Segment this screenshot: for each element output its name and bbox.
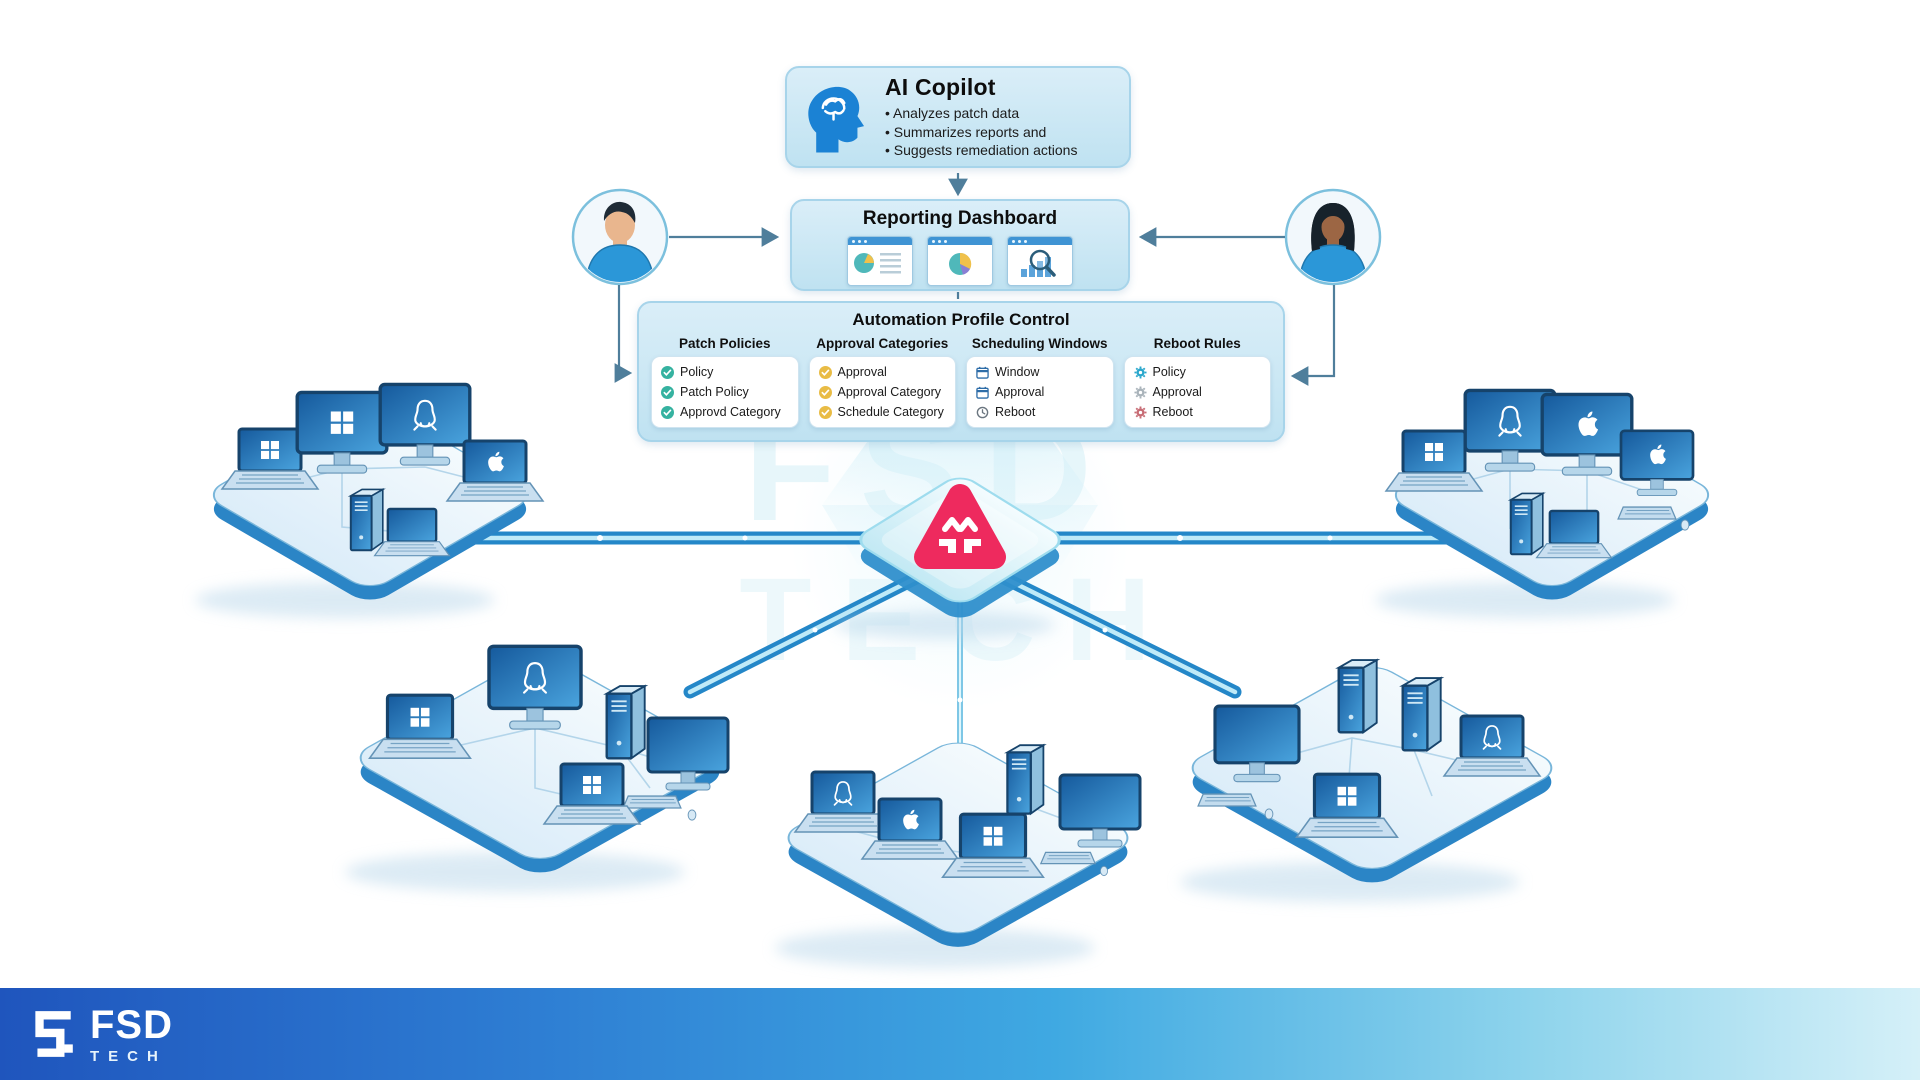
fsd-logo-glyph-icon (35, 1011, 73, 1057)
gear-icon (1133, 405, 1147, 419)
desktop-tower-icon (605, 684, 646, 760)
item-label: Policy (680, 365, 714, 379)
item-label: Patch Policy (680, 385, 749, 399)
desktop-tower-icon (1401, 676, 1442, 752)
platform-bottom-center (787, 742, 1140, 947)
item-label: Approvd Category (680, 405, 781, 419)
footer-bar: FSD TECH (0, 988, 1920, 1080)
column-heading: Scheduling Windows (971, 336, 1108, 351)
keyboard-icon (1617, 506, 1677, 520)
reporting-dashboard-title: Reporting Dashboard (862, 208, 1058, 229)
check-icon (661, 385, 674, 399)
list-item: Schedule Category (818, 402, 947, 422)
list-item: Approval (1133, 382, 1262, 402)
list-item: Patch Policy (661, 382, 789, 402)
desktop-tower-icon (1006, 744, 1045, 815)
list-item: Reboot (1133, 402, 1262, 422)
list-item: Approval Category (818, 382, 947, 402)
check-icon (818, 385, 832, 399)
column-heading: Approval Categories (816, 336, 949, 351)
pie-chart-icon (927, 236, 993, 286)
platform-bottom-right (1191, 658, 1553, 883)
calendar-icon (976, 386, 989, 399)
automation-profile-control-box: Automation Profile Control Patch Policie… (637, 301, 1285, 442)
item-label: Approval Category (837, 385, 942, 399)
central-hub (859, 477, 1061, 618)
network-pipes (463, 531, 1472, 763)
clock-icon (976, 406, 989, 418)
brand-subtitle: TECH (90, 1047, 167, 1065)
item-label: Window (995, 365, 1040, 379)
brand-name: FSD (90, 1002, 173, 1047)
glow-cone (822, 438, 1098, 505)
pipe-sparkles (597, 535, 1333, 703)
apc-column-scheduling-windows: Scheduling Windows Window Approval Reboo… (966, 333, 1114, 428)
list-item: Policy (1133, 362, 1262, 382)
desktop-tower-icon (1337, 658, 1378, 734)
hub-logo (914, 484, 1006, 569)
check-icon (661, 365, 674, 379)
mouse-icon (687, 809, 697, 821)
mouse-icon (1680, 519, 1690, 531)
reporting-dashboard-box: Reporting Dashboard (790, 199, 1130, 291)
gear-icon (1133, 385, 1147, 399)
list-item: Reboot (976, 402, 1104, 422)
item-label: Reboot (995, 405, 1036, 419)
keyboard-icon (1040, 851, 1096, 865)
item-label: Approval (1152, 385, 1202, 399)
report-pie-list-icon (847, 236, 913, 286)
item-label: Approval (995, 385, 1045, 399)
desktop-tower-icon (1509, 492, 1544, 556)
mouse-icon (1264, 808, 1274, 820)
search-bars-icon (1007, 236, 1073, 286)
keyboard-icon (622, 795, 682, 809)
list-item: Approvd Category (661, 402, 789, 422)
keyboard-icon (1197, 793, 1257, 807)
list-item: Approval (818, 362, 947, 382)
bullet: Analyzes patch data (885, 104, 1077, 123)
mouse-icon (1100, 865, 1108, 877)
check-icon (661, 405, 674, 419)
list-item: Window (976, 362, 1104, 382)
platform-top-right (1385, 390, 1710, 600)
gear-icon (1133, 365, 1147, 379)
ai-brain-head-icon (808, 86, 865, 153)
item-label: Schedule Category (837, 405, 944, 419)
admin-user-left-avatar (573, 190, 667, 284)
platform-bottom-left (359, 646, 731, 873)
calendar-icon (976, 366, 989, 379)
bullet: Suggests remediation actions (885, 141, 1078, 160)
item-label: Policy (1152, 365, 1186, 379)
ai-copilot-title: AI Copilot (885, 73, 996, 100)
column-heading: Patch Policies (678, 336, 771, 351)
apc-title: Automation Profile Control (852, 310, 1070, 329)
item-label: Approval (837, 365, 887, 379)
list-item: Policy (661, 362, 789, 382)
check-icon (818, 405, 832, 419)
flow-arrows (614, 173, 1336, 386)
apc-column-reboot-rules: Reboot Rules Policy Approval Reboot (1123, 333, 1271, 428)
ai-copilot-box: AI Copilot Analyzes patch data Summarize… (785, 66, 1131, 168)
bullet: Summarizes reports and (885, 123, 1077, 142)
admin-user-right-avatar (1286, 190, 1380, 284)
apc-column-approval-categories: Approval Categories Approval Approval Ca… (808, 333, 956, 428)
apc-column-patch-policies: Patch Policies Policy Patch Policy Appro… (651, 333, 799, 428)
check-icon (818, 365, 832, 379)
platform-shadows (195, 582, 1675, 968)
ai-copilot-bullets: Analyzes patch data Summarizes reports a… (885, 104, 1077, 160)
item-label: Reboot (1152, 405, 1193, 419)
list-item: Approval (976, 382, 1104, 402)
desktop-tower-icon (349, 488, 384, 552)
platform-top-left (212, 384, 543, 600)
column-heading: Reboot Rules (1153, 336, 1241, 351)
brand-lockup: FSD TECH (26, 1005, 173, 1064)
